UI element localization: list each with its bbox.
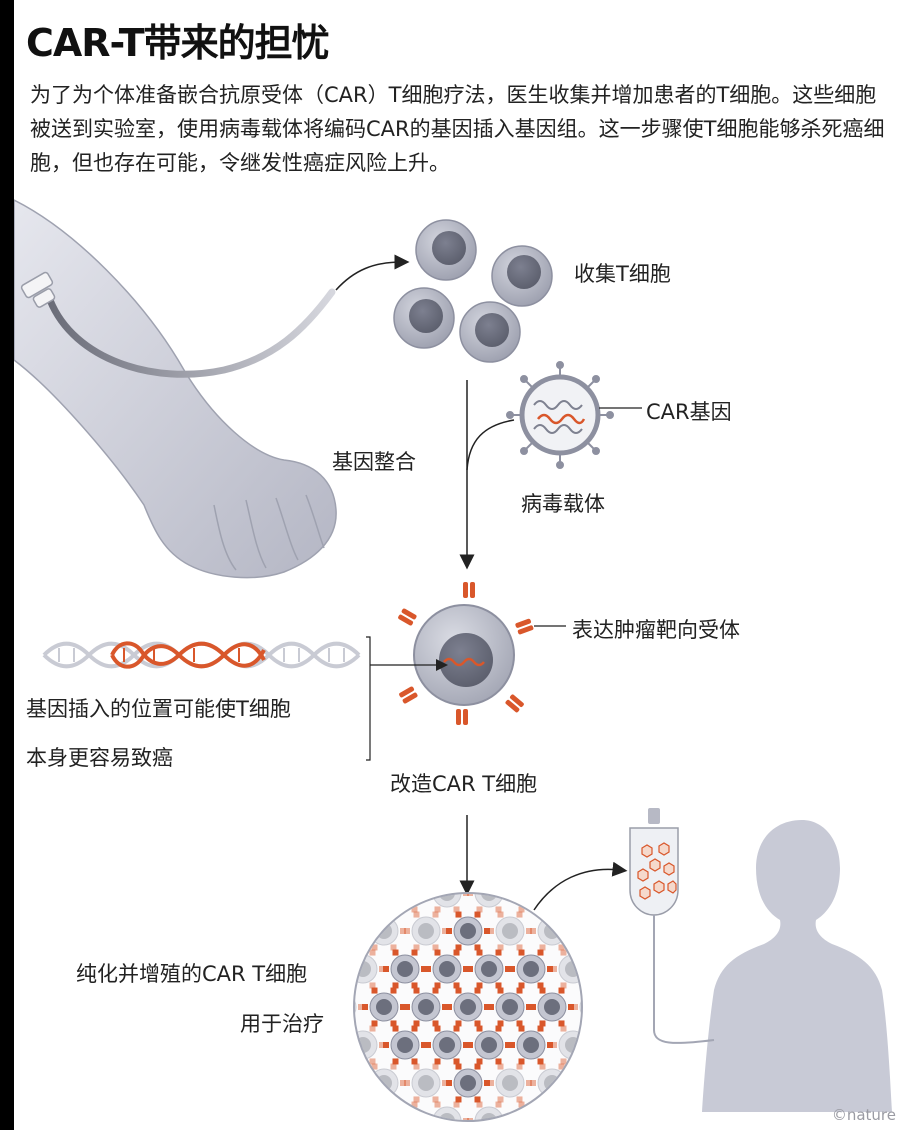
purified-cell — [509, 1025, 553, 1065]
purified-cells-circle — [353, 892, 583, 1122]
purified-cell — [446, 987, 490, 1027]
purified-cell — [572, 992, 581, 1022]
car-receptor — [399, 686, 418, 704]
purified-cell — [404, 911, 448, 951]
label-car-gene: CAR基因 — [646, 400, 732, 424]
intro-paragraph: 为了为个体准备嵌合抗原受体（CAR）T细胞疗法，医生收集并增加患者的T细胞。这些… — [30, 83, 885, 175]
label-modified-car-t: 改造CAR T细胞 — [390, 772, 538, 796]
collected-t-cells — [393, 219, 553, 363]
arrow-to-iv-bag — [533, 861, 628, 911]
t-cell — [415, 219, 477, 281]
label-insertion-risk-1: 基因插入的位置可能使T细胞 — [26, 697, 291, 721]
label-gene-integration: 基因整合 — [332, 450, 416, 474]
t-cell — [393, 287, 455, 349]
car-receptor — [463, 582, 475, 598]
car-receptor — [398, 608, 417, 626]
purified-cell — [362, 987, 406, 1027]
purified-cell — [446, 911, 490, 951]
page-title: CAR-T带来的担忧 — [26, 21, 330, 65]
insertion-bracket — [366, 636, 371, 761]
diagram-canvas — [14, 199, 892, 1122]
dna-helix — [42, 641, 361, 669]
arrow-to-cells — [335, 254, 410, 291]
label-insertion-risk-2: 本身更容易致癌 — [26, 746, 173, 770]
purified-cell — [404, 1063, 448, 1103]
purified-cell — [467, 949, 511, 989]
label-collect-t-cells: 收集T细胞 — [574, 262, 671, 286]
purified-cell — [530, 987, 574, 1027]
patient-silhouette — [702, 820, 892, 1112]
infographic: CAR-T带来的担忧 为了为个体准备嵌合抗原受体（CAR）T细胞疗法，医生收集并… — [14, 0, 902, 1130]
viral-vector — [506, 361, 614, 469]
label-viral-vector: 病毒载体 — [521, 492, 605, 516]
credit-nature: ©nature — [831, 1106, 896, 1124]
purified-cell — [467, 1025, 511, 1065]
purified-cell — [404, 987, 448, 1027]
iv-tube — [20, 271, 336, 378]
purified-cell — [355, 992, 364, 1022]
vector-join-line — [466, 419, 515, 471]
label-tumor-receptor: 表达肿瘤靶向受体 — [572, 618, 740, 642]
purified-cell — [488, 987, 532, 1027]
t-cell — [459, 301, 521, 363]
purified-cell — [383, 1025, 427, 1065]
car-receptor — [456, 709, 468, 725]
label-purified-cells-1: 纯化并增殖的CAR T细胞 — [76, 962, 308, 986]
purified-cell — [425, 1025, 469, 1065]
purified-cell — [446, 1063, 490, 1103]
car-receptor — [515, 618, 534, 635]
label-purified-cells-2: 用于治疗 — [240, 1012, 324, 1036]
purified-cell — [488, 1063, 532, 1103]
arm-illustration — [14, 199, 337, 579]
t-cell — [491, 245, 553, 307]
iv-bag — [629, 808, 715, 1044]
purified-cell — [383, 949, 427, 989]
purified-cell — [509, 949, 553, 989]
car-t-cell — [398, 582, 534, 725]
purified-cell — [425, 949, 469, 989]
car-receptor — [505, 694, 524, 713]
purified-cell — [488, 911, 532, 951]
